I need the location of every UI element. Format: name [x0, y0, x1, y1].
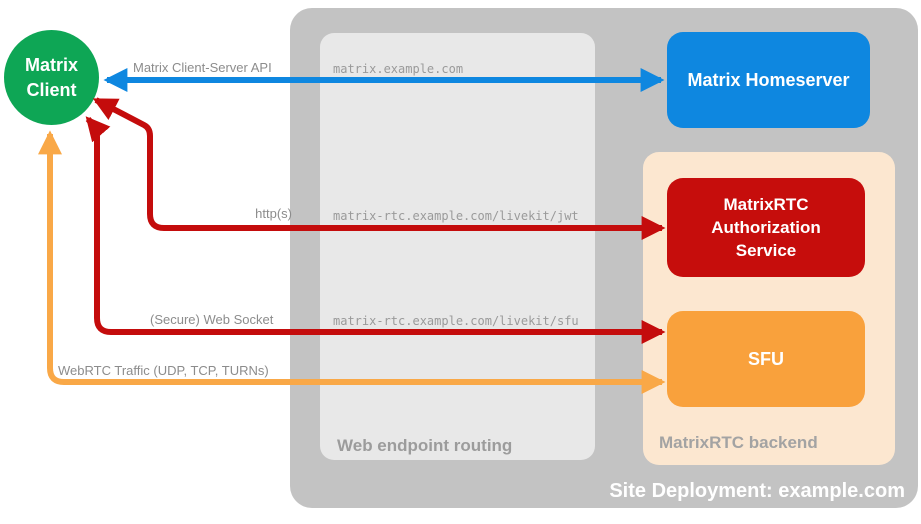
route-sfu-url: matrix-rtc.example.com/livekit/sfu	[333, 314, 579, 328]
web-endpoint-routing-box	[320, 33, 595, 460]
websocket-label: (Secure) Web Socket	[150, 312, 274, 327]
sfu-label: SFU	[748, 348, 784, 369]
node-matrixrtc-authorization-service: MatrixRTC Authorization Service	[667, 178, 865, 277]
client-server-api-label: Matrix Client-Server API	[133, 60, 272, 75]
backend-container-label: MatrixRTC backend	[659, 433, 818, 452]
node-matrix-homeserver: Matrix Homeserver	[667, 32, 870, 128]
routing-box-label: Web endpoint routing	[337, 436, 513, 455]
http-label: http(s)	[255, 206, 292, 221]
auth-service-label: MatrixRTC Authorization Service	[711, 195, 821, 260]
node-sfu: SFU	[667, 311, 865, 407]
homeserver-label: Matrix Homeserver	[687, 69, 850, 90]
matrix-client-label: Matrix Client	[24, 54, 78, 100]
node-matrix-client: Matrix Client	[4, 30, 99, 125]
route-jwt-url: matrix-rtc.example.com/livekit/jwt	[333, 209, 579, 223]
webrtc-traffic-label: WebRTC Traffic (UDP, TCP, TURNs)	[58, 363, 269, 378]
site-deployment-label: Site Deployment: example.com	[609, 480, 905, 502]
route-matrix-url: matrix.example.com	[333, 62, 464, 76]
